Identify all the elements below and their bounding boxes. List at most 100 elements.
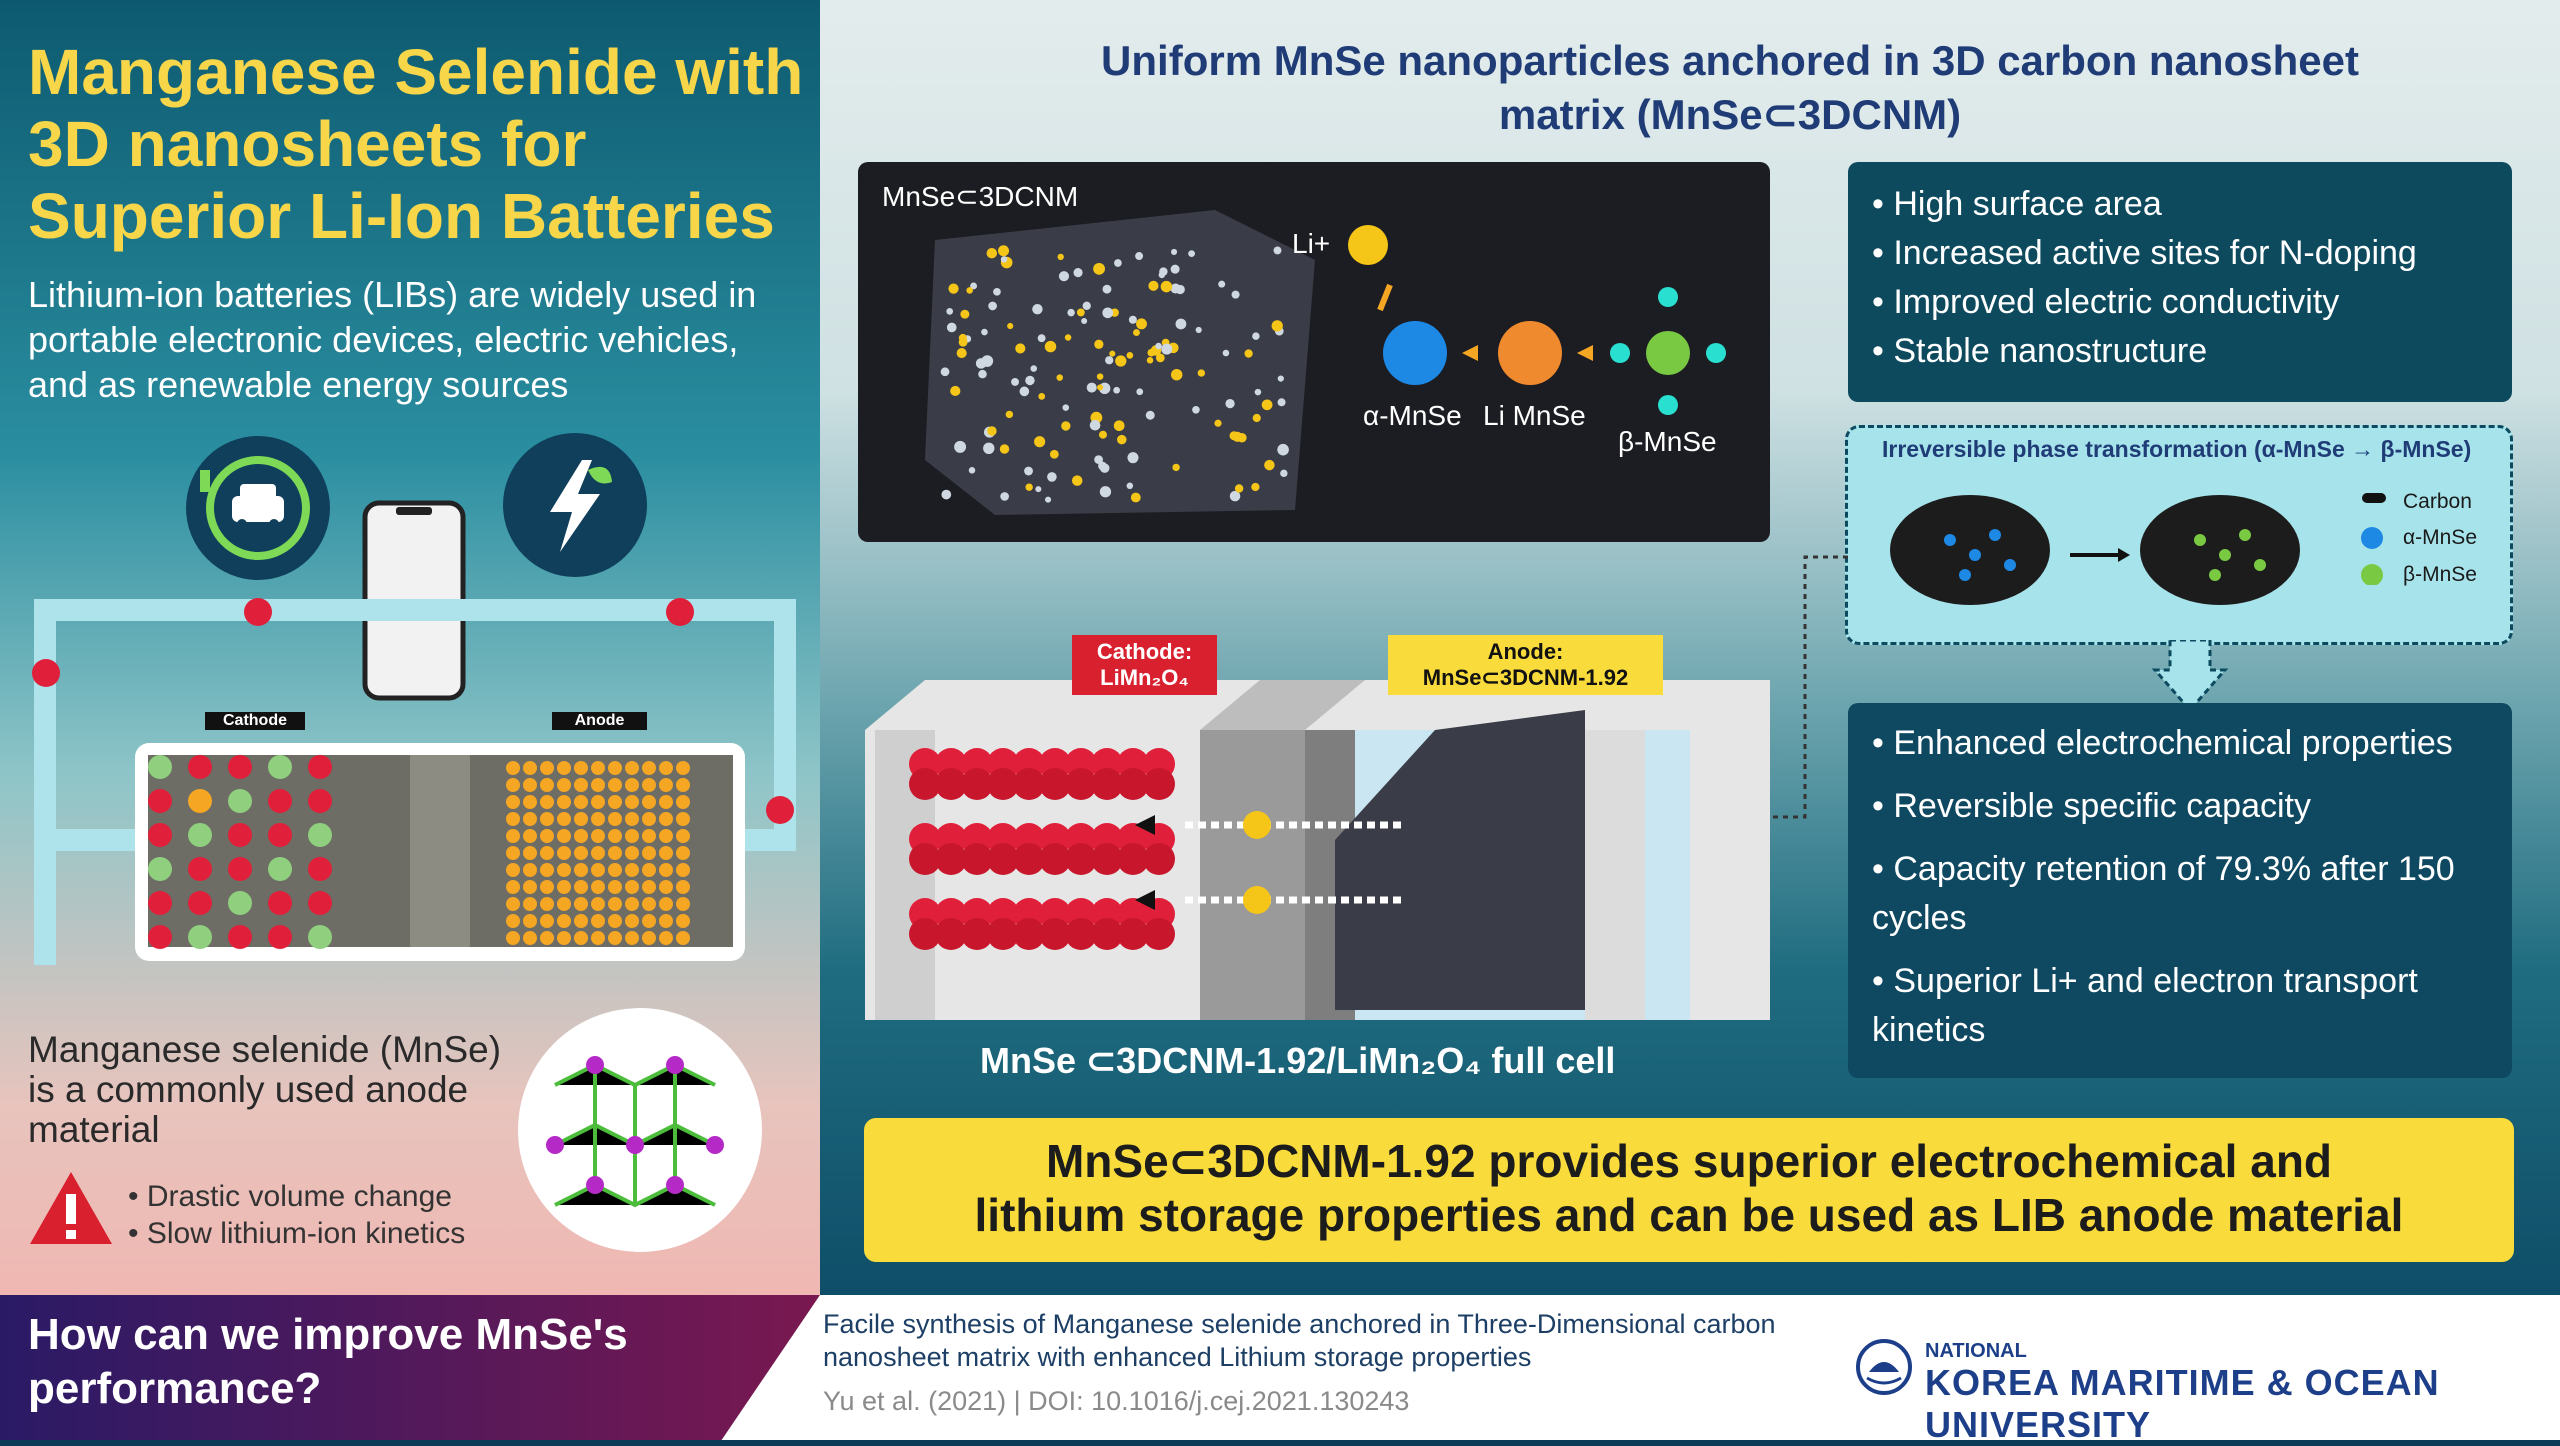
phase-legend-icons <box>2361 493 2386 585</box>
anode-particle <box>540 863 554 877</box>
anode-particle <box>506 897 520 911</box>
anode-particle <box>608 812 622 826</box>
anode-particle <box>506 812 520 826</box>
anode-particle <box>676 761 690 775</box>
matrix-particle <box>1197 369 1206 377</box>
cathode-sphere <box>1091 768 1123 800</box>
cathode-particle <box>188 857 212 881</box>
anode-particle <box>659 863 673 877</box>
anode-label: Anode <box>552 712 647 730</box>
anode-particle <box>557 829 571 843</box>
beta-mnse-label: β-MnSe <box>1618 426 1717 457</box>
anode-particle <box>557 795 571 809</box>
matrix-particle <box>1062 404 1070 411</box>
matrix-particle <box>1231 290 1240 299</box>
anode-particle <box>506 931 520 945</box>
matrix-particle <box>1089 419 1101 431</box>
anode-particle <box>608 863 622 877</box>
anode-particle <box>540 897 554 911</box>
matrix-particle <box>956 348 967 359</box>
matrix-particle <box>954 440 967 453</box>
anode-particle <box>523 812 537 826</box>
anode-particle <box>676 863 690 877</box>
matrix-particle <box>975 358 987 369</box>
anode-particle <box>659 880 673 894</box>
legend-carbon: Carbon <box>2403 490 2472 513</box>
anode-particle <box>540 931 554 945</box>
cathode-sphere <box>935 768 967 800</box>
anode-particle <box>659 931 673 945</box>
anode-particle <box>506 761 520 775</box>
anode-particle <box>659 846 673 860</box>
mnse-3dcnm-label: MnSe⊂3DCNM <box>882 181 1079 212</box>
matrix-particle <box>1218 280 1226 288</box>
matrix-particle <box>970 282 978 290</box>
anode-particle <box>557 897 571 911</box>
matrix-particle <box>1007 322 1014 330</box>
anode-particle <box>676 880 690 894</box>
matrix-particle <box>940 367 950 377</box>
anode-particle <box>625 795 639 809</box>
renewable-energy-icon <box>503 433 647 577</box>
anode-particle <box>608 761 622 775</box>
cathode-particles <box>148 755 332 949</box>
cathode-particle <box>188 755 212 779</box>
matrix-particle <box>1113 386 1120 394</box>
mnse-note: Manganese selenide (MnSe) is a commonly … <box>28 1029 502 1150</box>
anode-tag: Anode: MnSe⊂3DCNM-1.92 <box>1388 635 1663 695</box>
matrix-particle <box>1170 368 1183 381</box>
matrix-particle <box>1133 329 1140 337</box>
cathode-sphere <box>1013 918 1045 950</box>
anode-particle <box>506 795 520 809</box>
anode-particle <box>557 812 571 826</box>
matrix-particle <box>1126 482 1134 490</box>
property-item: • Increased active sites for N-doping <box>1872 234 2417 272</box>
anode-particle <box>540 914 554 928</box>
result-item: • Capacity retention of 79.3% after 150 … <box>1872 850 2455 937</box>
anode-particle <box>506 914 520 928</box>
matrix-particle <box>1127 452 1139 464</box>
anode-particle <box>574 863 588 877</box>
anode-particle <box>659 795 673 809</box>
anode-particle <box>523 914 537 928</box>
anode-particle <box>540 812 554 826</box>
matrix-particle <box>987 426 997 436</box>
matrix-particle <box>1099 486 1112 498</box>
property-item: • Stable nanostructure <box>1872 332 2208 370</box>
matrix-particle <box>1102 284 1112 294</box>
anode-particle <box>659 761 673 775</box>
anode-particle <box>591 897 605 911</box>
anode-particle <box>608 897 622 911</box>
matrix-particle <box>1136 388 1144 396</box>
matrix-particle <box>993 288 1001 296</box>
anode-particle <box>523 761 537 775</box>
anode-particle <box>591 863 605 877</box>
matrix-particle <box>1277 375 1284 382</box>
cathode-particle <box>228 857 252 881</box>
anode-particle <box>608 795 622 809</box>
matrix-particle <box>966 287 973 294</box>
anode-particle <box>523 897 537 911</box>
matrix-particle <box>1214 419 1222 427</box>
matrix-particle <box>1025 483 1033 491</box>
matrix-particle <box>1093 262 1106 275</box>
matrix-particle <box>1032 303 1043 315</box>
matrix-particle <box>1252 332 1260 340</box>
matrix-particle <box>1061 421 1071 431</box>
matrix-particle <box>1038 392 1046 400</box>
cathode-particle <box>148 891 172 915</box>
cathode-particle <box>188 789 212 813</box>
matrix-particle <box>981 328 988 336</box>
properties-list-2: • Enhanced electrochemical properties • … <box>1848 703 2512 1078</box>
cathode-particle <box>188 891 212 915</box>
anode-particle <box>642 829 656 843</box>
anode-particle <box>557 880 571 894</box>
cathode-particle <box>228 755 252 779</box>
anode-particle <box>574 795 588 809</box>
anode-particle <box>625 761 639 775</box>
matrix-particle <box>968 467 976 474</box>
matrix-particle <box>988 301 997 311</box>
matrix-particle <box>1109 350 1116 357</box>
cathode-sphere <box>1039 843 1071 875</box>
anode-particle <box>591 795 605 809</box>
